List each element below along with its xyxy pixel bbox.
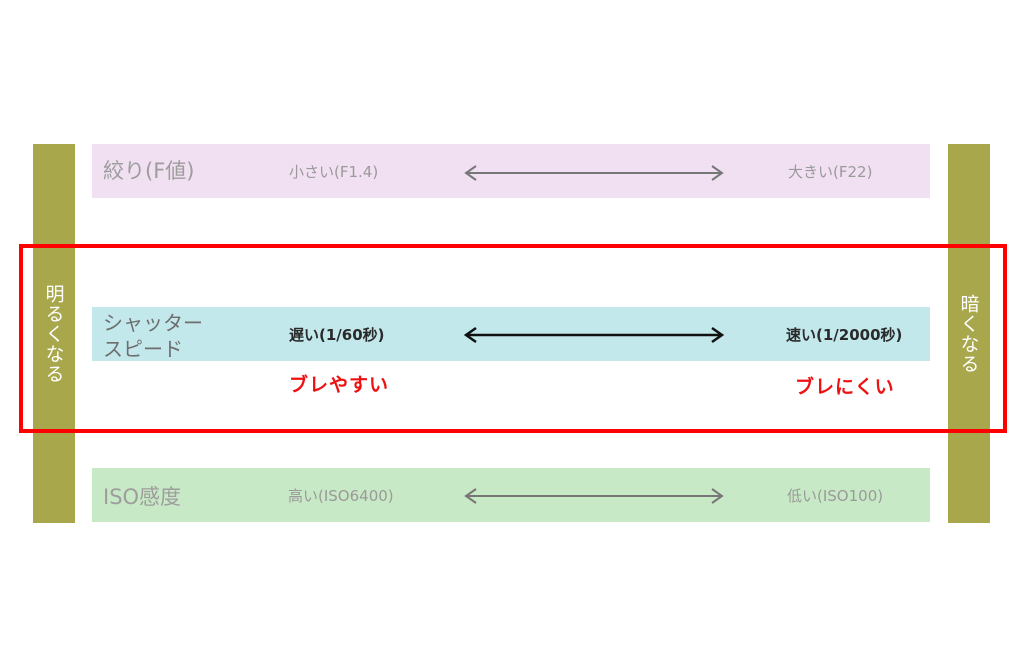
shutter-high-value: 速い(1/2000秒) (786, 326, 903, 344)
shutter-low-note: ブレやすい (289, 374, 390, 396)
darker-label: 暗くなる (957, 293, 980, 374)
iso-low-value: 高い(ISO6400) (288, 487, 394, 505)
shutter-double-arrow (463, 326, 725, 344)
iso-double-arrow (464, 488, 724, 504)
brighter-label: 明るくなる (42, 283, 65, 384)
shutter-low-value: 遅い(1/60秒) (289, 326, 385, 344)
iso-high-value: 低い(ISO100) (787, 487, 884, 505)
aperture-row-band (92, 144, 930, 198)
aperture-low-value: 小さい(F1.4) (289, 163, 379, 181)
darker-side-bar: 暗くなる (948, 144, 990, 523)
shutter-highlight-frame (19, 244, 1007, 433)
shutter-high-note: ブレにくい (795, 376, 895, 398)
aperture-double-arrow (464, 165, 724, 181)
shutter-row-title-line2: スピード (103, 337, 183, 361)
aperture-row-title: 絞り(F値) (103, 159, 195, 183)
aperture-high-value: 大きい(F22) (788, 163, 873, 181)
shutter-row-title-line1: シャッター (103, 311, 203, 335)
iso-row-title: ISO感度 (103, 485, 182, 509)
brighter-side-bar: 明るくなる (33, 144, 75, 523)
